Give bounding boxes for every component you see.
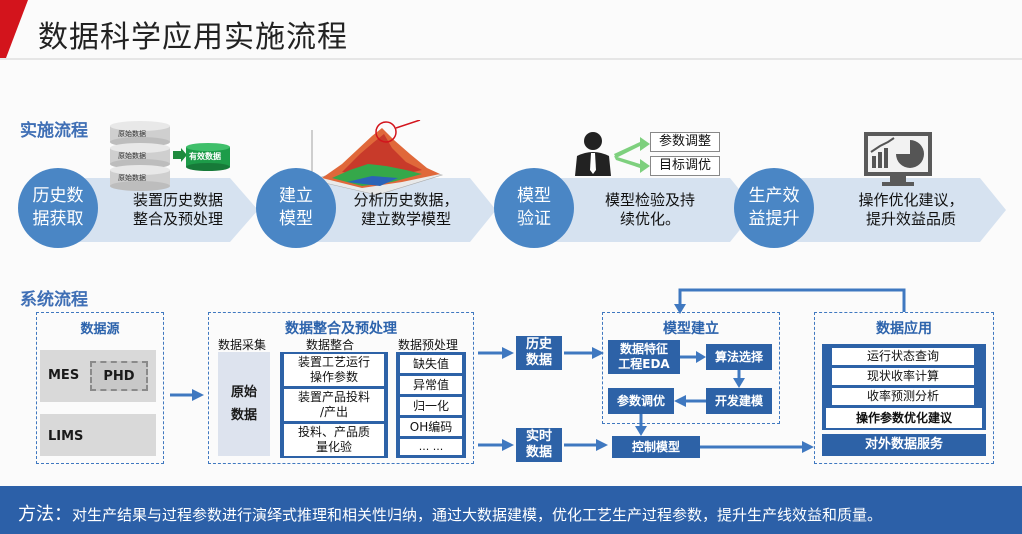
realtime-data-node: 实时数据 (516, 428, 562, 462)
arrow-rt-to-control (564, 439, 608, 451)
valid-data-icon (185, 142, 231, 172)
step-desc-verify: 模型检验及持续优化。 (604, 190, 695, 229)
integ-item-quality-lab: 投料、产品质量化验 (284, 424, 384, 456)
datasource-box (36, 312, 164, 464)
arrow-eda-to-algo (680, 351, 706, 363)
col-preprocess-label: 数据预处理 (398, 338, 459, 352)
app-item-yield-calc: 现状收率计算 (832, 368, 974, 385)
footer-text: 对生产结果与过程参数进行演绎式推理和相关性归纳，通过大数据建模，优化工艺生产过程… (72, 506, 883, 524)
arrow-tune-to-control (635, 414, 647, 436)
arrow-source-to-integration (170, 389, 204, 401)
col-integrate-label: 数据整合 (306, 338, 355, 352)
col-collect-label: 数据采集 (218, 338, 267, 352)
feature-eda-node: 数据特征工程EDA (608, 340, 680, 374)
arrow-control-to-app (700, 441, 814, 453)
arrow-right-icon (173, 148, 187, 162)
app-item-yield-forecast: 收率预测分析 (832, 388, 974, 405)
db-label-1: 原始数据 (118, 130, 146, 138)
lims-label: LIMS (48, 429, 84, 444)
raw-database-icon (108, 120, 174, 192)
algo-select-node: 算法选择 (706, 344, 772, 370)
split-arrows-icon (614, 137, 650, 173)
dev-model-node: 开发建模 (706, 388, 772, 414)
monitor-chart-icon (862, 130, 934, 188)
process-section-label: 实施流程 (20, 121, 88, 141)
arrow-to-historical (478, 347, 514, 359)
pre-item-more: ... ... (400, 439, 462, 455)
app-item-param-optimize: 操作参数优化建议 (826, 408, 982, 428)
red-corner-decoration (0, 0, 28, 58)
model-header: 模型建立 (663, 321, 719, 337)
step-circle-verify: 模型验证 (494, 168, 574, 248)
db-label-3: 原始数据 (118, 174, 146, 182)
control-model-node: 控制模型 (612, 436, 700, 458)
historical-data-node: 历史数据 (516, 336, 562, 370)
pre-item-onehot: OH编码 (400, 418, 462, 436)
step-circle-model: 建立模型 (256, 168, 336, 248)
model-box (602, 312, 780, 424)
process-arrow-bands (70, 178, 1006, 242)
mes-label: MES (48, 368, 80, 383)
integration-box (208, 312, 474, 464)
step-desc-model: 分析历史数据，建立数学模型 (353, 190, 459, 229)
arrow-dev-to-tune (674, 395, 706, 407)
header-divider (0, 58, 1022, 60)
surface-plot-icon (302, 119, 452, 198)
step-desc-history: 装置历史数据整合及预处理 (132, 190, 223, 229)
arrow-algo-to-dev (733, 370, 745, 388)
db-label-2: 原始数据 (118, 152, 146, 160)
phd-label: PHD (90, 361, 148, 391)
application-header: 数据应用 (876, 321, 932, 337)
page-title: 数据科学应用实施流程 (38, 20, 348, 55)
integration-header: 数据整合及预处理 (285, 321, 397, 337)
step-circle-benefit: 生产效益提升 (734, 168, 814, 248)
application-box (814, 312, 994, 464)
pre-item-missing: 缺失值 (400, 355, 462, 373)
step-circle-history: 历史数据获取 (18, 168, 98, 248)
arrow-to-realtime (478, 439, 514, 451)
param-tune-node: 参数调优 (608, 388, 674, 414)
arrow-hist-to-model (564, 347, 604, 359)
footer-bar (0, 486, 1022, 534)
step-desc-benefit: 操作优化建议，提升效益品质 (858, 190, 964, 229)
integ-item-process-params: 装置工艺运行操作参数 (284, 354, 384, 386)
target-tune-label: 目标调优 (650, 156, 720, 176)
pre-item-normalize: 归一化 (400, 397, 462, 415)
feedback-arrow (674, 288, 906, 314)
raw-data-block: 原始数据 (218, 352, 270, 456)
valid-data-label: 有效数据 (189, 152, 221, 161)
person-icon (572, 130, 614, 176)
param-adjust-label: 参数调整 (650, 132, 720, 152)
system-section-label: 系统流程 (20, 290, 88, 310)
footer-lead: 方法： (18, 504, 72, 525)
footer-method: 方法：对生产结果与过程参数进行演绎式推理和相关性归纳，通过大数据建模，优化工艺生… (18, 500, 882, 526)
integ-item-feed-output: 装置产品投料/产出 (284, 389, 384, 421)
external-data-service: 对外数据服务 (822, 434, 986, 456)
datasource-header: 数据源 (80, 322, 120, 337)
lims-group (40, 414, 156, 456)
app-item-status-query: 运行状态查询 (832, 348, 974, 365)
pre-item-outlier: 异常值 (400, 376, 462, 394)
